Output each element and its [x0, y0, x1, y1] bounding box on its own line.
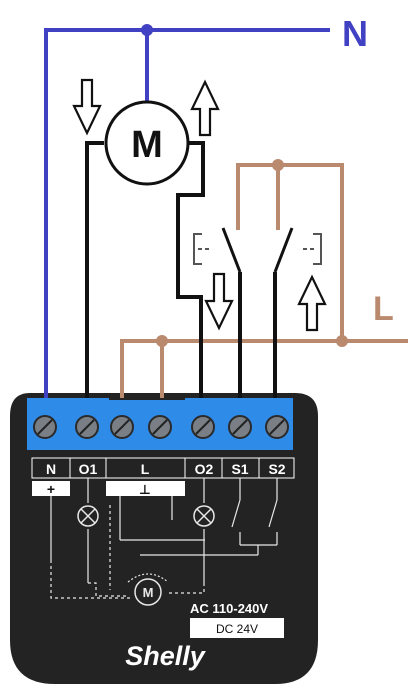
- spec-dc: DC 24V: [216, 622, 258, 636]
- neutral-label: N: [342, 13, 368, 54]
- terminal-label-strip: N O1 L O2 S1 S2 + ⊥: [31, 457, 295, 497]
- terminal-label-o2: O2: [195, 461, 214, 477]
- shelly-device-body: [10, 393, 318, 684]
- terminal-screw-n: [33, 415, 57, 439]
- lamp-icon-o2: [193, 505, 215, 527]
- terminal-label-n: N: [46, 461, 56, 477]
- wall-switch-s1: [221, 227, 242, 273]
- terminal-label-o1: O1: [79, 461, 98, 477]
- live-junction-top: [272, 159, 284, 171]
- motor-label: M: [131, 124, 163, 166]
- live-junction-right: [336, 335, 348, 347]
- live-junction-left: [156, 335, 168, 347]
- ground-symbol: ⊥: [139, 482, 151, 497]
- lamp-icon-o1: [77, 505, 99, 527]
- terminal-label-s2: S2: [268, 461, 285, 477]
- spec-dc-box: [190, 618, 284, 638]
- internal-schematic: [50, 478, 278, 599]
- plus-symbol: +: [47, 481, 55, 497]
- signal-wires: [85, 141, 277, 398]
- switch-arrow-down-icon: [204, 272, 234, 331]
- arrow-down-icon: [72, 78, 102, 136]
- terminal-screw-s2: [265, 415, 289, 439]
- terminal-screw-l2: [148, 415, 172, 439]
- wall-switch-s2: [273, 227, 294, 273]
- terminal-block: [27, 398, 293, 450]
- neutral-wire: [44, 28, 330, 398]
- neutral-junction: [141, 24, 153, 36]
- shelly-logo: Shelly: [125, 641, 207, 671]
- live-label: L: [373, 290, 394, 328]
- switch-bracket-right: [303, 233, 322, 265]
- terminal-label-s1: S1: [231, 461, 248, 477]
- terminal-screw-o1: [75, 415, 99, 439]
- small-motor-icon: M: [127, 573, 169, 606]
- motor-symbol: M: [104, 100, 190, 186]
- terminal-label-l: L: [141, 461, 150, 477]
- switch-bracket-left: [193, 233, 212, 265]
- arrow-up-icon: [190, 79, 220, 137]
- live-wire: [120, 163, 408, 398]
- terminal-screw-o2: [191, 415, 215, 439]
- terminal-screw-l1: [110, 415, 134, 439]
- spec-ac: AC 110-240V: [190, 601, 268, 616]
- switch-arrow-up-icon: [297, 274, 327, 332]
- terminal-screw-s1: [228, 415, 252, 439]
- small-motor-label: M: [143, 585, 154, 600]
